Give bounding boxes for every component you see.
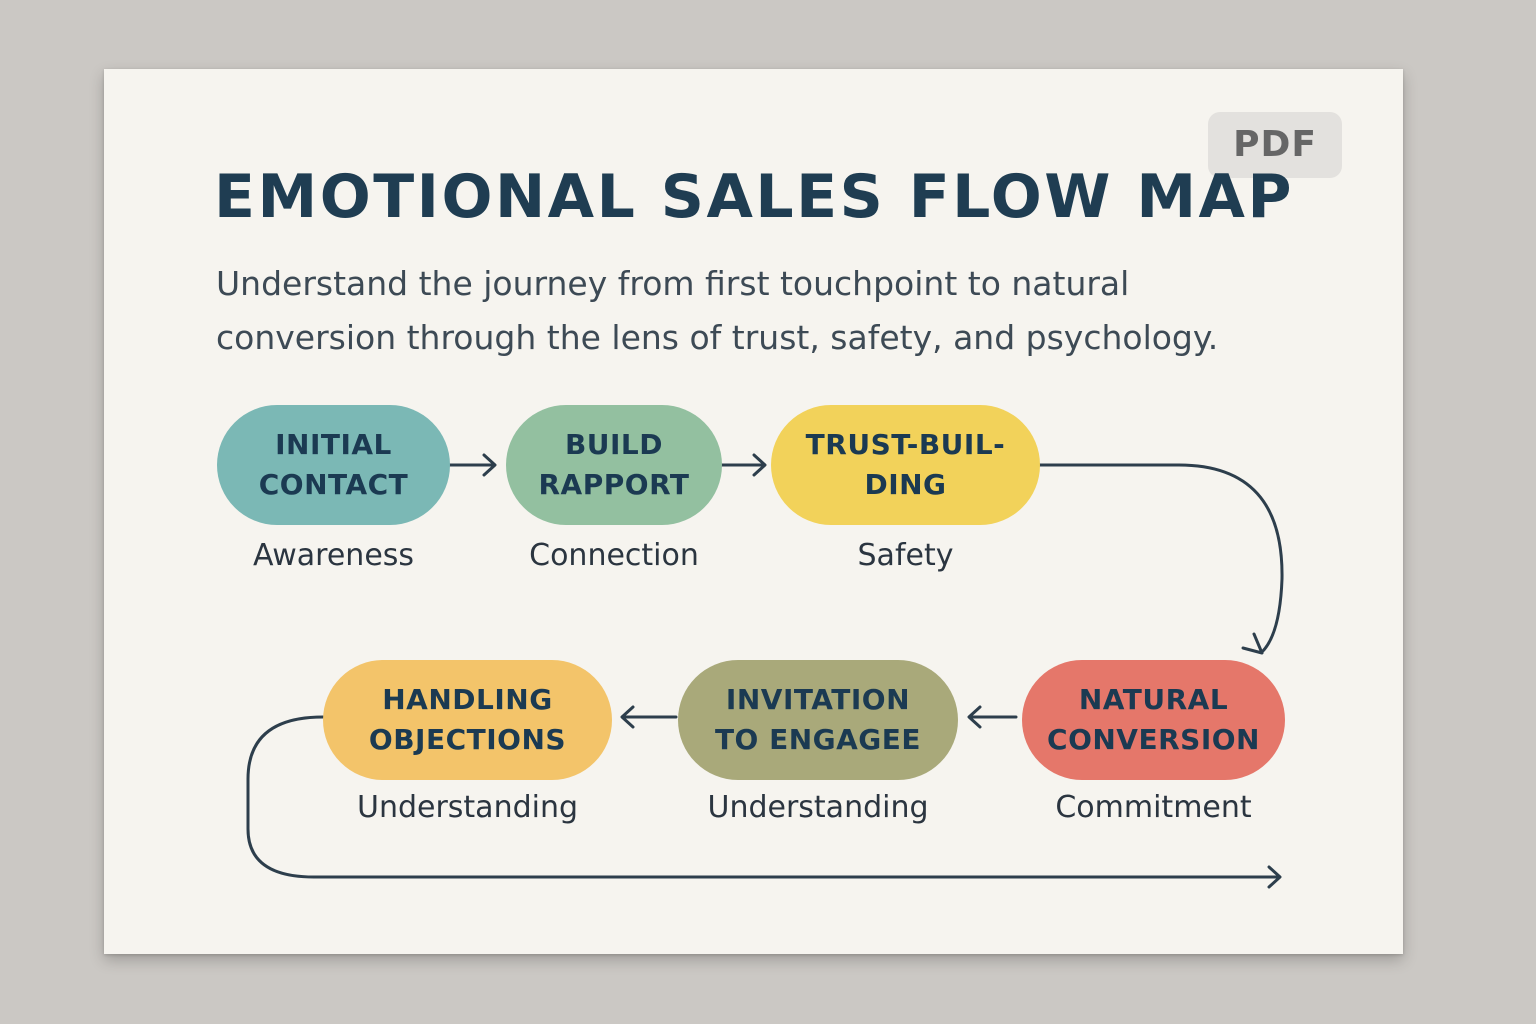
stage-natural-conversion[interactable]: NATURAL CONVERSION [1022, 660, 1285, 780]
arrow-invitation-to-objections [620, 705, 678, 729]
stage-invitation-line1: INVITATION [725, 683, 911, 716]
stage-trust-building-line2: DING [864, 468, 947, 501]
stage-natural-conversion-line1: NATURAL [1078, 683, 1229, 716]
stage-handling-objections[interactable]: HANDLING OBJECTIONS [323, 660, 612, 780]
stage-initial-contact[interactable]: INITIAL CONTACT [217, 405, 450, 525]
label-safety: Safety [857, 538, 954, 573]
arrow-conversion-to-invitation [967, 705, 1018, 729]
stage-trust-building-line1: TRUST-BUIL- [805, 428, 1006, 461]
stage-invitation-line2: TO ENGAGEE [714, 723, 922, 756]
stage-initial-contact-line1: INITIAL [275, 428, 392, 461]
subtitle-line-1: Understand the journey from first touchp… [216, 264, 1130, 303]
label-awareness: Awareness [252, 538, 415, 573]
label-understanding-objections: Understanding [356, 790, 579, 825]
label-connection: Connection [529, 538, 699, 573]
arrow-trust-to-conversion [1038, 463, 1284, 655]
stage-build-rapport-line2: RAPPORT [538, 468, 690, 501]
label-commitment: Commitment [1055, 790, 1252, 825]
page-subtitle: Understand the journey from first touchp… [216, 257, 1316, 365]
stage-handling-objections-line1: HANDLING [382, 683, 553, 716]
stage-trust-building[interactable]: TRUST-BUIL- DING [771, 405, 1040, 525]
label-understanding-invitation: Understanding [707, 790, 929, 825]
stage-initial-contact-line2: CONTACT [258, 468, 409, 501]
page-title: EMOTIONAL SALES FLOW MAP [214, 162, 1294, 232]
arrow-contact-to-rapport [448, 453, 497, 477]
stage-invitation-to-engage[interactable]: INVITATION TO ENGAGEE [678, 660, 958, 780]
arrow-rapport-to-trust [720, 453, 767, 477]
stage-build-rapport-line1: BUILD [564, 428, 664, 461]
flow-connectors [246, 453, 1284, 889]
stage-natural-conversion-line2: CONVERSION [1047, 723, 1260, 756]
pdf-badge[interactable]: PDF [1208, 112, 1342, 178]
arrow-objections-loop [246, 715, 1282, 889]
stage-handling-objections-line2: OBJECTIONS [368, 723, 567, 756]
flow-map-card: PDF EMOTIONAL SALES FLOW MAP Understand … [104, 69, 1403, 954]
subtitle-line-2: conversion through the lens of trust, sa… [216, 318, 1219, 357]
stage-build-rapport[interactable]: BUILD RAPPORT [506, 405, 722, 525]
